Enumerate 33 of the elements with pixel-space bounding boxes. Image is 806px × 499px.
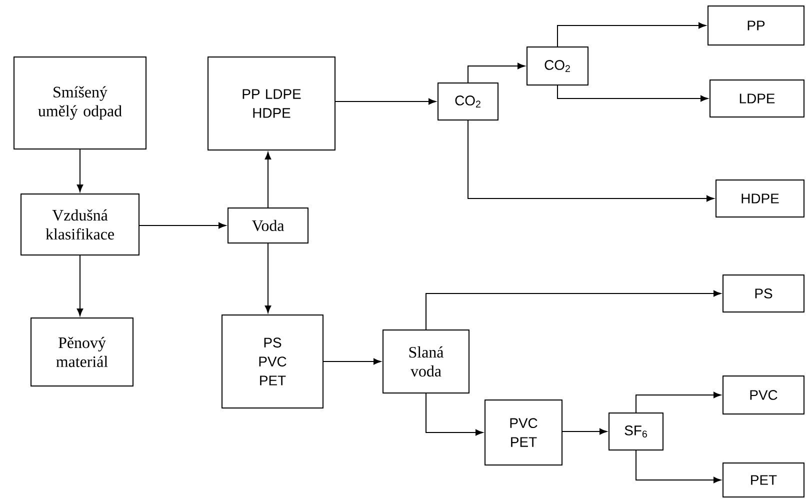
process-box: PS PVC PET [222,314,324,408]
arrow [468,120,714,202]
arrow [264,243,272,313]
process-box: PVC PET [484,400,562,466]
process-box: Smíšený umělý odpad [14,56,146,150]
process-box: PVC [722,376,804,414]
process-box: SF$_{6}$ [608,412,664,450]
arrow [76,149,84,192]
process-box: Vzdušná klasifikace [20,194,140,256]
arrow [468,62,526,83]
arrow [426,290,722,330]
arrow [139,222,226,229]
arrow [76,255,84,316]
arrow [562,428,608,435]
process-box: PS [722,274,804,312]
arrow [426,393,484,436]
arrow [335,98,436,105]
arrow [557,85,708,102]
process-box: HDPE [716,180,804,218]
arrow [323,358,382,365]
arrow [636,450,722,484]
process-box: LDPE [710,80,804,118]
process-box: CO$_{2}$ [438,82,498,120]
process-box: Voda [228,208,308,244]
process-box: CO$_{2}$ [526,46,588,86]
process-box: Slaná voda [382,330,470,394]
process-box: PET [722,462,804,498]
arrow [636,392,722,413]
arrow [557,22,706,47]
process-box: PP [708,6,804,46]
process-box: PP LDPE HDPE [208,56,336,150]
arrow [264,152,272,208]
process-box: Pěnový materiál [30,318,134,386]
